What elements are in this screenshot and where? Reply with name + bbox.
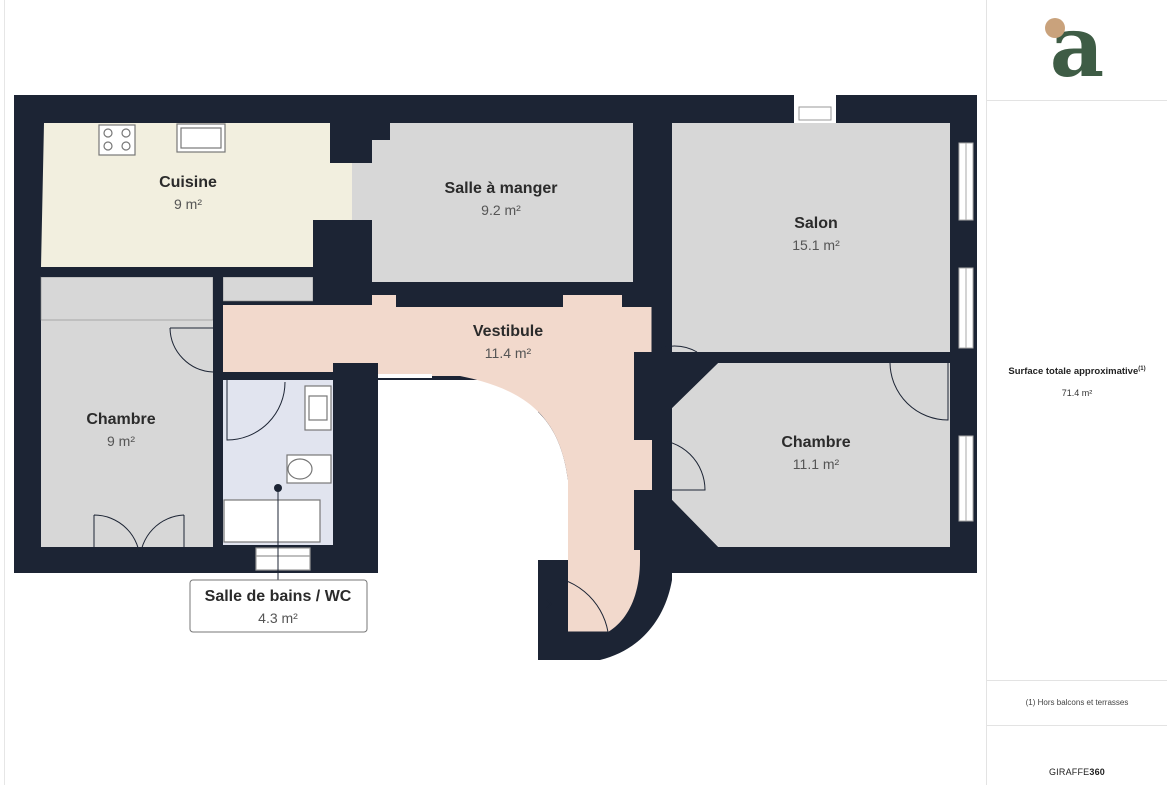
room-salle-a-manger [352,123,633,282]
brand-bold: 360 [1089,767,1106,777]
floor-plan: Cuisine 9 m² Salle à manger 9.2 m² Salon… [14,93,977,660]
room-name: Chambre [781,434,850,451]
room-name: Chambre [86,411,155,428]
shower-icon [223,499,321,543]
agency-logo: a [1039,0,1115,96]
surface-title-text: Surface totale approximative [1008,366,1139,378]
room-area: 11.1 m² [793,456,840,472]
room-salon [672,123,950,352]
brand-label: GIRAFFE360 [987,767,1167,777]
divider [987,725,1167,726]
room-labels: Cuisine 9 m² Salle à manger 9.2 m² Salon… [86,174,850,472]
room-chambre-1 [41,277,213,547]
divider [987,680,1167,681]
footnote: (1) Hors balcons et terrasses [1025,698,1129,707]
windows [958,142,974,522]
info-panel: a Surface totale approximative(1) 71.4 m… [986,0,1167,785]
room-name: Salle à manger [445,180,558,197]
room-name: Cuisine [159,174,217,191]
doors [93,307,949,633]
room-name: Vestibule [473,323,543,340]
logo-dot-icon [1045,18,1065,38]
room-name: Salle de bains / WC [205,588,352,605]
bathroom-callout: Salle de bains / WC 4.3 m² [189,579,368,633]
rooms [40,123,950,632]
chimney-icon [798,106,832,121]
surface-value: 71.4 m² [1061,388,1093,398]
room-area: 9 m² [107,433,135,449]
surface-title: Surface totale approximative(1) [987,366,1167,377]
divider [987,100,1167,101]
room-area: 15.1 m² [792,237,840,253]
room-name: Salon [794,215,838,232]
brand-light: GIRAFFE [1048,767,1090,777]
room-cuisine [41,123,352,267]
bath-fixtures [223,385,332,571]
entrance-arrow-icon [538,598,552,610]
room-area: 9 m² [174,196,202,212]
sink-icon [176,123,226,153]
logo-letter: a [1050,8,1104,84]
room-chambre-2 [672,363,950,547]
stove-icon [98,124,136,156]
room-area: 11.4 m² [485,345,532,361]
footnote-marker: (1) [1138,366,1146,372]
room-area: 9.2 m² [481,202,521,218]
inner-walls [41,123,950,550]
room-area: 4.3 m² [258,610,298,626]
room-vestibule [218,295,652,632]
